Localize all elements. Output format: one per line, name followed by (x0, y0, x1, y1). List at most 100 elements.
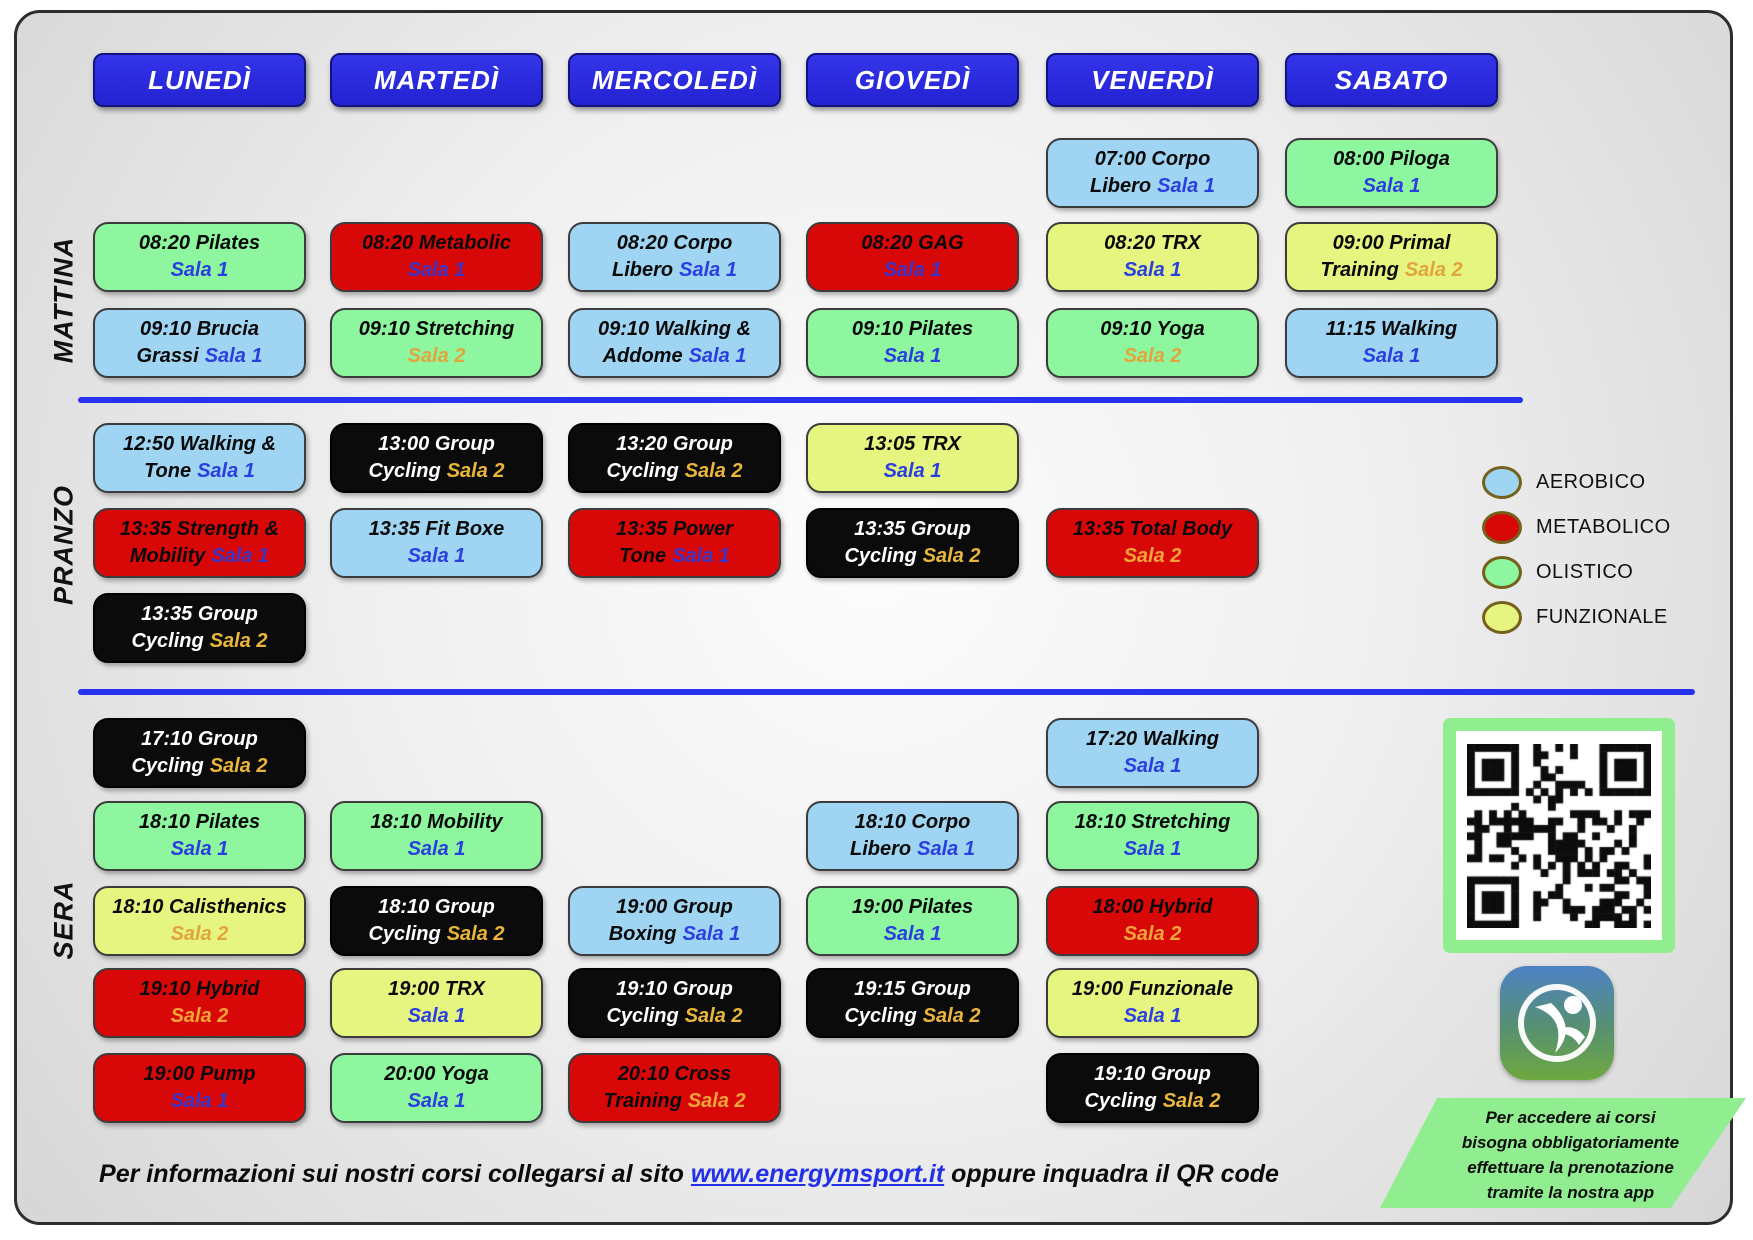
room-label: Sala 1 (883, 259, 942, 281)
class-room-line: Sala 1 (1124, 1003, 1182, 1030)
class-time-name: 18:10 Pilates (138, 811, 261, 833)
class-name-cont: Cycling (606, 460, 679, 482)
class-time-name: 19:10 Hybrid (139, 978, 260, 1000)
room-label: Sala 1 (1362, 175, 1421, 197)
class-name-cont: Boxing (608, 923, 677, 945)
class-room-line: Sala 2 (171, 921, 229, 948)
legend-label: OLISTICO (1536, 561, 1634, 583)
person-swoosh-logo (1518, 984, 1596, 1062)
day-header-giovedi: GIOVEDÌ (806, 53, 1019, 107)
room-label: Sala 1 (407, 1090, 466, 1112)
class-type-legend: AEROBICO METABOLICO OLISTICO FUNZIONALE (1482, 460, 1671, 640)
room-label: Sala 1 (672, 545, 730, 567)
website-link[interactable]: www.energymsport.it (690, 1160, 945, 1188)
legend-swatch-aerobico (1482, 466, 1522, 499)
room-label: Sala 1 (1123, 1005, 1182, 1027)
class-time-name: 08:20 GAG (861, 232, 964, 254)
class-time-name: 09:10 Walking & (597, 318, 752, 340)
class-time-name: 07:00 Corpo (1094, 148, 1211, 170)
class-cell: 08:20 TRX Sala 1 (1046, 222, 1259, 292)
class-time-name: 17:20 Walking (1085, 728, 1220, 750)
class-name-cont: Cycling (606, 1005, 679, 1027)
class-room-line: Sala 1 (171, 257, 229, 284)
class-time-name: 13:35 Power (616, 518, 733, 540)
class-room-line: Sala 1 (408, 1088, 466, 1115)
class-name-cont: Mobility (129, 545, 206, 567)
room-label: Sala 1 (204, 345, 263, 367)
class-time-name: 19:10 Group (1094, 1063, 1211, 1085)
class-name-cont: Training (1320, 259, 1399, 281)
qr-code-frame (1443, 718, 1675, 953)
class-name-cont: Cycling (131, 630, 204, 652)
class-time-name: 19:00 Group (616, 896, 733, 918)
class-room-line: Sala 1 (408, 836, 466, 863)
class-time-name: 13:00 Group (378, 433, 495, 455)
legend-swatch-metabolico (1482, 511, 1522, 544)
class-time-name: 09:10 Stretching (358, 318, 515, 340)
class-room-line: Sala 2 (1124, 921, 1182, 948)
room-label: Sala 2 (446, 460, 505, 482)
class-time-name: 18:10 Calisthenics (112, 896, 287, 918)
room-label: Sala 2 (407, 345, 466, 367)
note-line: Per accedere ai corsi (1485, 1108, 1656, 1127)
section-label-mattina: MATTINA (48, 236, 79, 364)
room-label: Sala 1 (197, 460, 255, 482)
note-line: tramite la nostra app (1486, 1183, 1655, 1202)
class-room-line: Sala 1 (408, 543, 466, 570)
day-header-mercoledi: MERCOLEDÌ (568, 53, 781, 107)
room-label: Sala 1 (1123, 838, 1182, 860)
room-label: Sala 1 (1362, 345, 1421, 367)
legend-label: METABOLICO (1536, 516, 1671, 538)
room-label: Sala 1 (1123, 259, 1182, 281)
legend-item-funzionale: FUNZIONALE (1482, 595, 1671, 640)
class-room-line: Sala 2 (1124, 543, 1182, 570)
class-time-name: 19:00 Pump (143, 1063, 256, 1085)
class-time-name: 20:10 Cross (617, 1063, 732, 1085)
class-room-line: Sala 1 (1363, 173, 1421, 200)
room-label: Sala 1 (883, 345, 942, 367)
class-room-line: Sala 1 (1124, 836, 1182, 863)
class-room-line: Sala 1 (171, 1088, 229, 1115)
class-time-name: 08:20 Metabolic (362, 232, 511, 254)
class-room-line: Sala 1 (171, 836, 229, 863)
info-footer: Per informazioni sui nostri corsi colleg… (93, 1160, 1285, 1189)
footer-text-pre: Per informazioni sui nostri corsi colleg… (99, 1160, 691, 1188)
class-name-cont: Cycling (368, 460, 441, 482)
day-header-martedi: MARTEDÌ (330, 53, 543, 107)
room-label: Sala 2 (446, 923, 505, 945)
room-label: Sala 2 (1404, 259, 1463, 281)
class-time-name: 08:20 TRX (1104, 232, 1201, 254)
class-name-cont: Libero (1090, 175, 1152, 197)
room-label: Sala 1 (679, 259, 737, 281)
class-time-name: 08:20 Corpo (616, 232, 733, 254)
class-time-name: 18:10 Mobility (370, 811, 503, 833)
room-label: Sala 2 (209, 630, 268, 652)
class-room-line: Sala 1 (1124, 257, 1182, 284)
class-time-name: 19:00 Funzionale (1071, 978, 1234, 1000)
day-header-venerdi: VENERDÌ (1046, 53, 1259, 107)
room-label: Sala 1 (170, 259, 229, 281)
